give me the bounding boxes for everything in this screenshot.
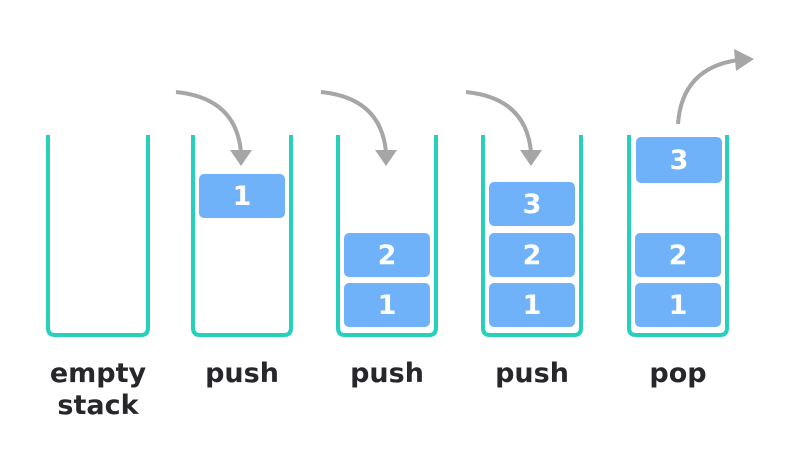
block-value: 1 (378, 290, 397, 321)
stage-label-push: push (462, 358, 602, 390)
stack-container (336, 135, 438, 337)
push-arrow-icon (175, 90, 243, 153)
stage-pop: 3 1 2 (627, 49, 754, 337)
label-line: push (350, 358, 424, 389)
label-line: pop (649, 358, 707, 389)
block-value: 1 (523, 290, 542, 321)
stage-empty-stack (46, 135, 150, 337)
stack-block (635, 233, 721, 277)
label-line: stack (57, 390, 139, 421)
stage-label-push: push (317, 358, 457, 390)
stage-label-empty-stack: empty stack (28, 358, 168, 422)
label-line: push (205, 358, 279, 389)
popped-block (636, 137, 722, 183)
arrowhead-icon (520, 150, 542, 166)
popped-block-value: 3 (670, 145, 689, 176)
block-value: 2 (523, 240, 542, 271)
arrowhead-icon (734, 49, 754, 71)
stage-label-pop: pop (608, 358, 748, 390)
stack-block (199, 174, 285, 218)
stage-push-2: 1 2 (320, 90, 438, 337)
stack-container (481, 135, 583, 337)
block-value: 1 (233, 181, 252, 212)
stage-label-push: push (172, 358, 312, 390)
block-value: 1 (669, 290, 688, 321)
block-value: 2 (669, 240, 688, 271)
label-line: push (495, 358, 569, 389)
push-arrow-icon (320, 90, 388, 153)
stack-block (489, 182, 575, 226)
label-line: empty (49, 358, 147, 389)
stack-container (46, 135, 150, 337)
stack-block (344, 233, 430, 277)
arrowhead-icon (375, 150, 397, 166)
stack-block (489, 283, 575, 327)
block-value: 3 (523, 189, 542, 220)
stage-push-3: 1 2 3 (465, 90, 583, 337)
pop-arrow-icon (676, 58, 739, 125)
stack-block (489, 233, 575, 277)
push-arrow-icon (465, 90, 533, 153)
stack-container (627, 135, 729, 337)
stack-container (191, 135, 293, 337)
stack-block (635, 283, 721, 327)
arrowhead-icon (230, 150, 252, 166)
stage-push-1: 1 (175, 90, 293, 337)
stack-block (344, 283, 430, 327)
block-value: 2 (378, 240, 397, 271)
